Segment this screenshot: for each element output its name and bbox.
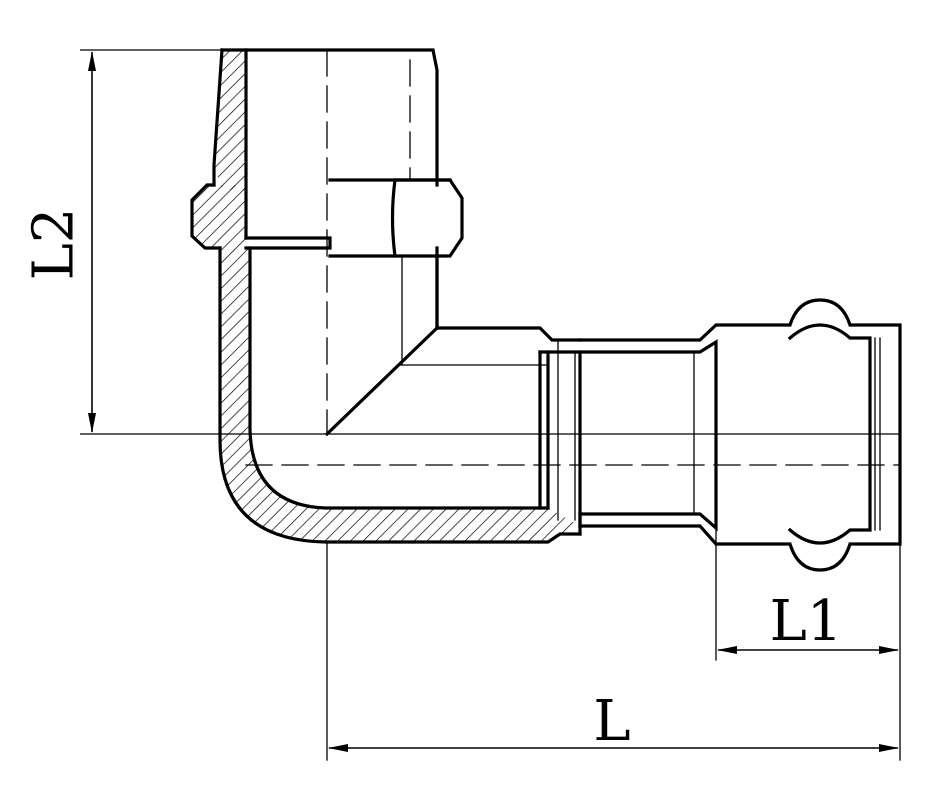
l2-label: L2 bbox=[22, 208, 87, 281]
fitting-outline bbox=[190, 48, 902, 572]
dimension-lines bbox=[80, 49, 900, 752]
l1-label: L1 bbox=[770, 589, 843, 654]
hatched-section bbox=[192, 50, 580, 542]
l-label: L bbox=[593, 689, 630, 754]
center-lines bbox=[245, 49, 901, 466]
